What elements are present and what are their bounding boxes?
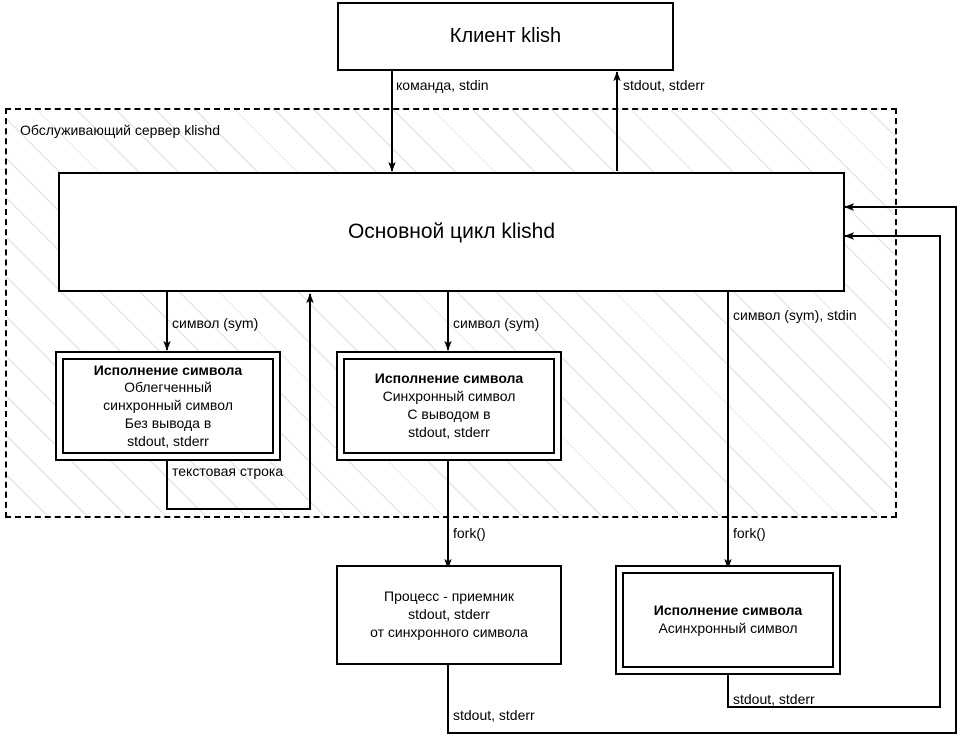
node-async-symbol-line-1: Асинхронный символ — [658, 620, 798, 636]
node-receiver-process[interactable]: Процесс - приемник stdout, stderr от син… — [336, 565, 562, 665]
node-client-label: Клиент klish — [449, 25, 562, 47]
edge-label-light-sync-to-main: текстовая строка — [172, 462, 283, 480]
edge-label-receiver-to-main: stdout, stderr — [453, 707, 535, 723]
node-async-symbol-line-0: Исполнение символа — [653, 602, 803, 619]
node-sync-symbol-line-0: Исполнение символа — [374, 370, 524, 387]
edge-label-async-fork: fork() — [733, 525, 766, 541]
node-sync-symbol[interactable]: Исполнение символа Синхронный символ С в… — [336, 351, 562, 461]
server-region-label: Обслуживающий сервер klishd — [20, 122, 220, 138]
node-sync-symbol-line-1: Синхронный символ — [382, 388, 516, 405]
edge-label-async-to-main: stdout, stderr — [733, 691, 815, 707]
edge-label-main-to-light-sync: символ (sym) — [172, 315, 259, 331]
node-receiver-process-line-0: Процесс - приемник — [384, 588, 514, 605]
node-main-loop-label: Основной цикл klishd — [347, 220, 556, 243]
node-light-sync-symbol-line-1: Облегченный — [124, 379, 212, 396]
node-light-sync-symbol[interactable]: Исполнение символа Облегченный синхронны… — [55, 351, 281, 461]
node-sync-symbol-line-3: stdout, stderr — [408, 423, 490, 440]
node-receiver-process-line-1: stdout, stderr — [408, 606, 490, 623]
edge-label-sync-fork: fork() — [453, 525, 486, 541]
edge-label-main-to-async: символ (sym), stdin — [733, 306, 857, 324]
node-sync-symbol-line-2: С выводом в — [407, 406, 491, 422]
node-light-sync-symbol-line-4: stdout, stderr — [127, 432, 209, 449]
node-receiver-process-line-2: от синхронного символа — [370, 623, 528, 640]
edge-label-main-to-async-line-0: символ (sym), — [733, 307, 824, 323]
edge-label-light-sync-to-main-line-1: строка — [239, 463, 284, 479]
edge-label-main-to-sync: символ (sym) — [453, 315, 540, 331]
node-main-loop[interactable]: Основной цикл klishd — [58, 172, 845, 292]
edge-label-client-to-main: команда, stdin — [396, 77, 489, 93]
node-light-sync-symbol-line-2: синхронный символ — [103, 397, 233, 414]
edge-label-main-to-async-line-1: stdin — [827, 307, 857, 323]
node-light-sync-symbol-line-3: Без вывода в — [124, 414, 212, 431]
edge-label-main-to-client: stdout, stderr — [623, 77, 705, 93]
edge-label-light-sync-to-main-line-0: текстовая — [172, 463, 237, 479]
node-light-sync-symbol-line-0: Исполнение символа — [93, 361, 243, 378]
node-async-symbol[interactable]: Исполнение символа Асинхронный символ — [615, 565, 841, 675]
node-client[interactable]: Клиент klish — [337, 2, 674, 71]
